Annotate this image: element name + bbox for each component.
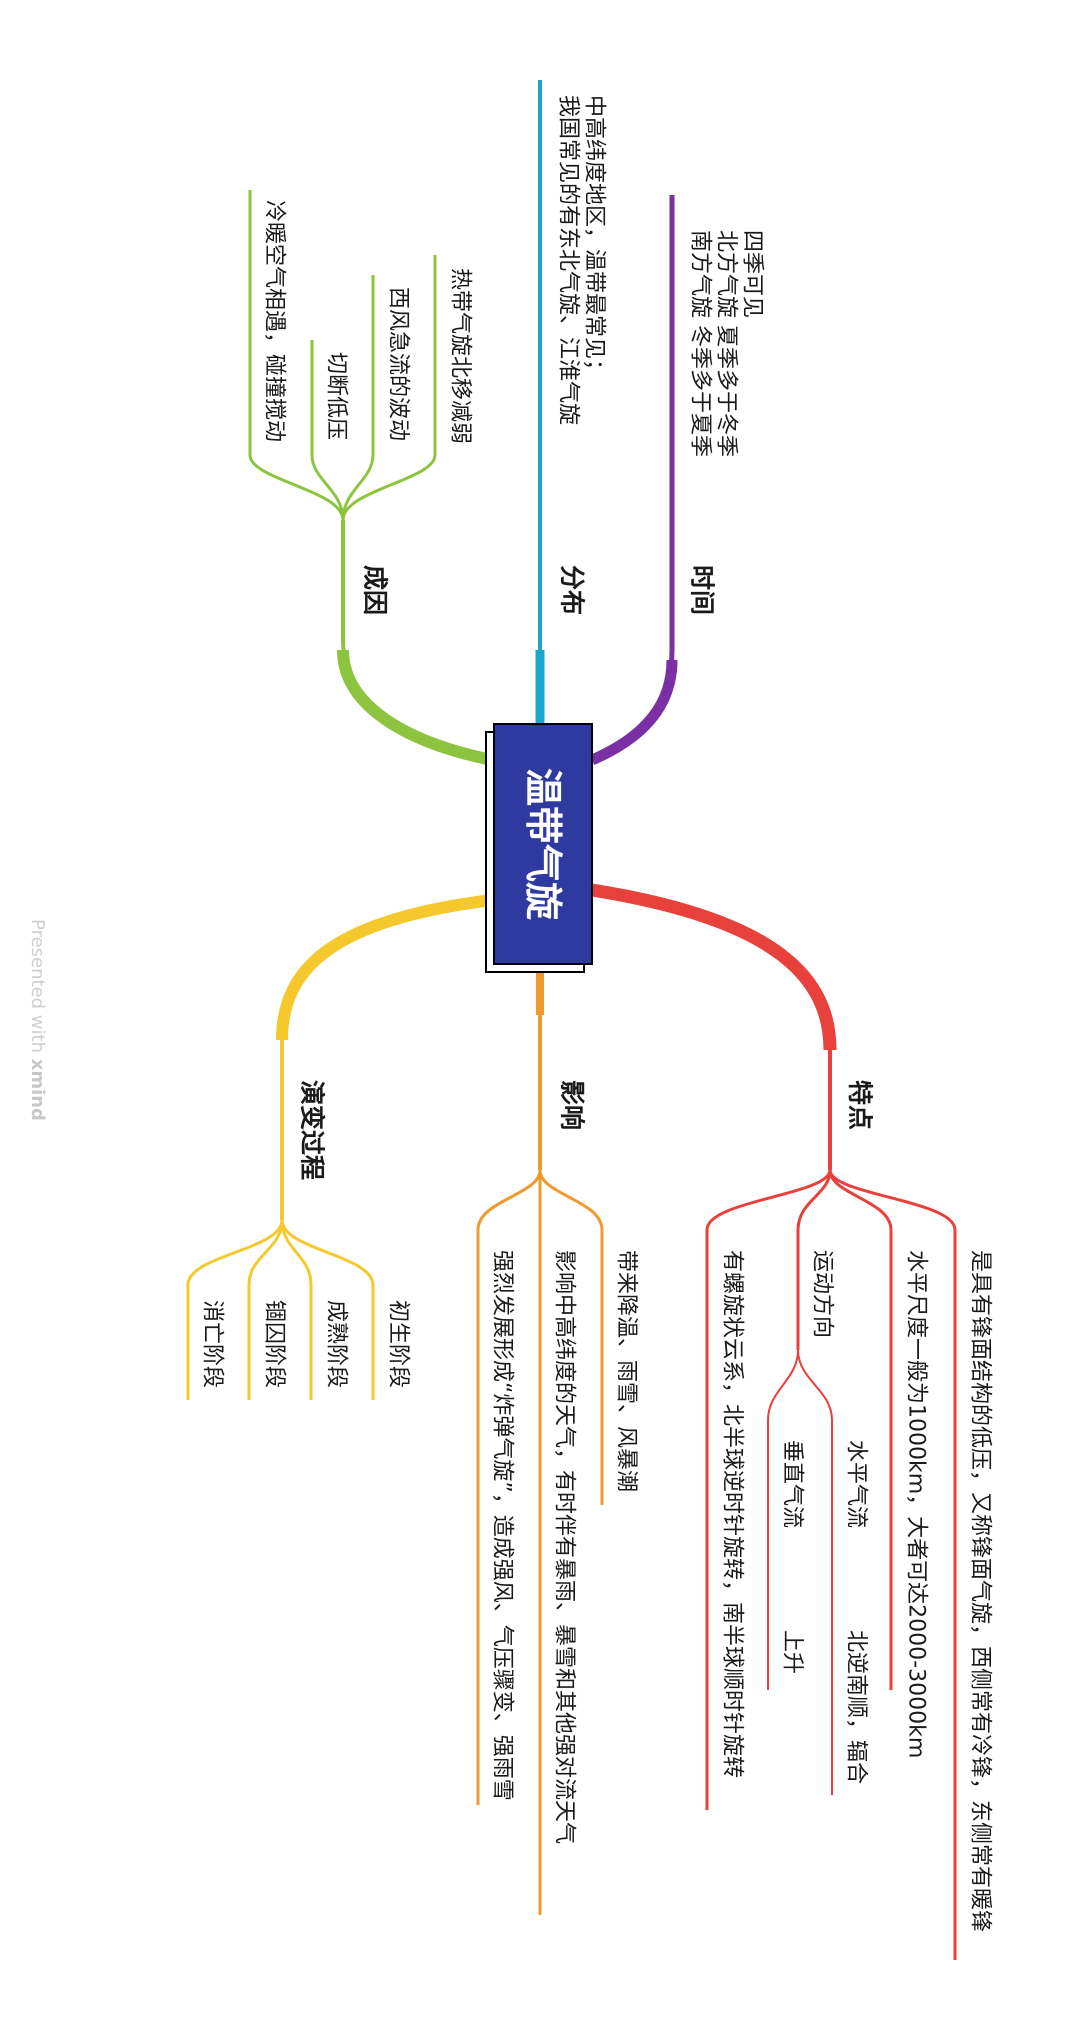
- evolution-leaf-line-4: [186, 1219, 284, 1400]
- credit-prefix: Presented with: [28, 919, 49, 1059]
- evolution-leaf-3[interactable]: 锢囚阶段: [262, 1300, 287, 1388]
- cause-leaf-2[interactable]: 西风急流的波动: [386, 287, 411, 441]
- central-topic-title: 温带气旋: [521, 768, 565, 920]
- distribution-leaf-2[interactable]: 我国常见的有东北气旋、江淮气旋: [556, 95, 581, 425]
- branch-label-evolution[interactable]: 演变过程: [298, 1080, 327, 1180]
- branch-label-impact[interactable]: 影响: [558, 1080, 587, 1130]
- impact-leaf-line-3: [476, 1169, 542, 1805]
- branch-label-cause[interactable]: 成因: [361, 565, 390, 615]
- branch-features-trunk: [591, 888, 832, 1170]
- motion-horizontal-detail[interactable]: 北逆南顺，辐合: [844, 1630, 869, 1784]
- cause-leaf-3[interactable]: 切断低压: [324, 352, 349, 440]
- credit-text: Presented with xmind: [28, 919, 49, 1121]
- evolution-leaf-1[interactable]: 初生阶段: [386, 1300, 411, 1388]
- impact-leaf-1[interactable]: 带来降温、雨雪、风暴潮: [614, 1250, 639, 1492]
- time-leaf-3[interactable]: 南方气旋 冬季多于夏季: [688, 230, 713, 457]
- cause-leaf-4[interactable]: 冷暖空气相遇，碰撞搅动: [262, 200, 287, 442]
- features-leaf-3[interactable]: 运动方向: [810, 1250, 835, 1338]
- evolution-leaf-line-1: [280, 1219, 375, 1400]
- features-leaf-line-2: [828, 1169, 893, 1690]
- central-topic-box[interactable]: [493, 723, 593, 965]
- branch-cause-trunk-thick: [337, 649, 494, 766]
- evolution-leaf-2[interactable]: 成熟阶段: [324, 1300, 349, 1388]
- motion-horizontal[interactable]: 水平气流: [844, 1440, 869, 1528]
- branch-label-time[interactable]: 时间: [688, 565, 717, 615]
- features-leaf-line-1: [828, 1169, 957, 1960]
- branch-evolution-trunk-thick: [276, 894, 493, 1041]
- credit-brand: xmind: [28, 1059, 49, 1121]
- features-leaf-1[interactable]: 是具有锋面结构的低压，又称锋面气旋，西侧常有冷锋，东侧常有暖锋: [968, 1250, 993, 1932]
- branch-cause-trunk: [341, 520, 493, 762]
- branch-label-features[interactable]: 特点: [846, 1080, 875, 1130]
- motion-line-2: [767, 1349, 799, 1690]
- motion-line-1: [797, 1349, 833, 1795]
- cause-leaf-1[interactable]: 热带气旋北移减弱: [448, 268, 473, 444]
- features-leaf-2[interactable]: 水平尺度一般为1000km，大者可达2000-3000km: [904, 1250, 929, 1758]
- motion-vertical-detail[interactable]: 上升: [780, 1630, 805, 1674]
- impact-leaf-2[interactable]: 影响中高纬度的天气，有时伴有暴雨、暴雪和其他强对流天气: [552, 1250, 577, 1844]
- distribution-leaf-1[interactable]: 中高纬度地区，温带最常见；: [582, 95, 607, 381]
- features-leaf-line-4: [705, 1169, 832, 1810]
- time-leaf-2[interactable]: 北方气旋 夏季多于冬季: [714, 230, 739, 457]
- impact-leaf-line-1: [538, 1169, 604, 1505]
- branch-time-trunk-thick: [589, 659, 678, 766]
- cause-leaf-line-4: [248, 190, 345, 521]
- branch-label-distribution[interactable]: 分布: [558, 565, 587, 615]
- motion-vertical[interactable]: 垂直气流: [780, 1440, 805, 1528]
- evolution-leaf-4[interactable]: 消亡阶段: [200, 1300, 225, 1388]
- cause-leaf-line-1: [341, 255, 437, 521]
- branch-features-trunk-thick: [590, 883, 837, 1051]
- cause-leaf-line-2: [341, 275, 375, 521]
- evolution-leaf-line-2: [280, 1219, 313, 1400]
- features-leaf-4[interactable]: 有螺旋状云系，北半球逆时针旋转，南半球顺时针旋转: [720, 1250, 745, 1778]
- cause-leaf-line-3: [310, 340, 345, 521]
- impact-leaf-3[interactable]: 强烈发展形成“炸弹气旋”，造成强风、气压骤变、强雨雪: [490, 1250, 515, 1801]
- evolution-leaf-line-3: [247, 1219, 284, 1400]
- time-leaf-1[interactable]: 四季可见: [740, 230, 765, 318]
- features-leaf-line-3: [796, 1169, 832, 1350]
